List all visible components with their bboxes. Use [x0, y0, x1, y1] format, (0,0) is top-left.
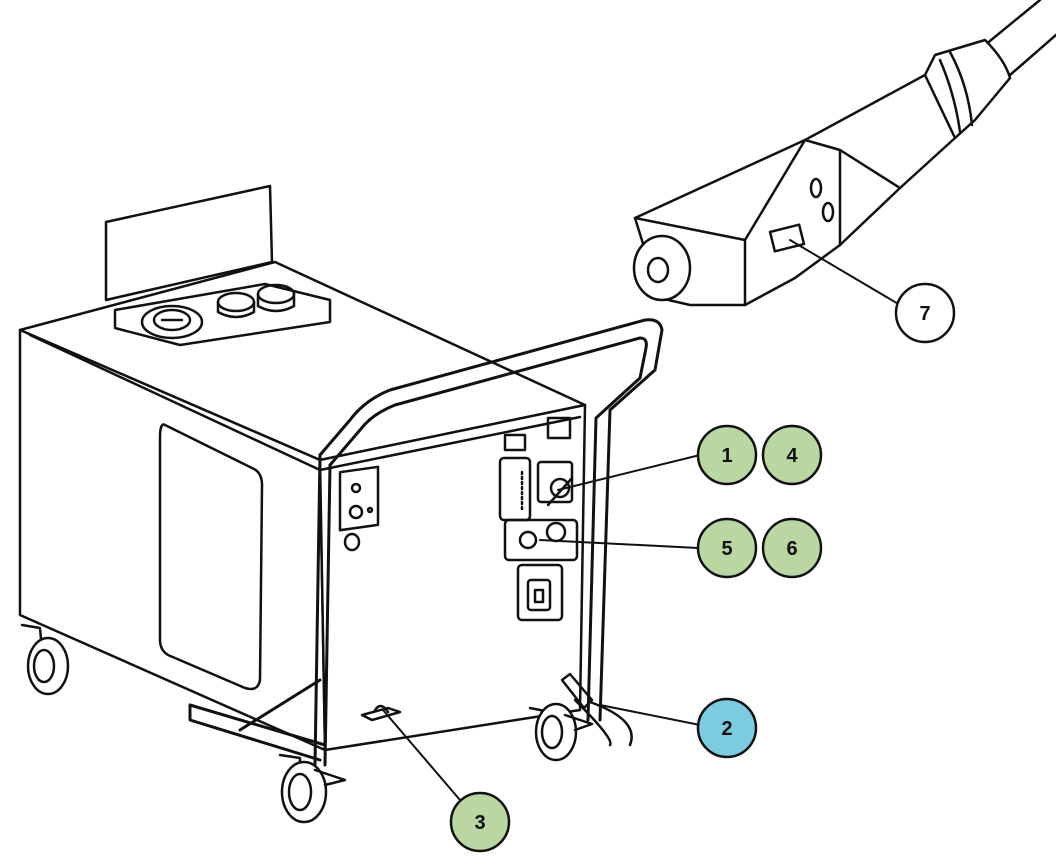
wheel-icon — [22, 625, 68, 694]
callout-2: 2 — [698, 699, 756, 757]
cabinet-side-face — [320, 405, 585, 750]
callout-5: 5 — [698, 519, 756, 577]
svg-text:5: 5 — [721, 538, 732, 560]
svg-text:6: 6 — [786, 538, 797, 560]
callout-7: 7 — [896, 284, 954, 342]
leader-line-7 — [790, 240, 900, 305]
svg-text:7: 7 — [919, 303, 930, 325]
handpiece — [634, 0, 1056, 305]
svg-text:4: 4 — [786, 445, 798, 467]
svg-text:1: 1 — [721, 445, 732, 467]
svg-text:2: 2 — [721, 718, 732, 740]
wheel-icon — [280, 755, 345, 822]
svg-text:3: 3 — [474, 812, 485, 834]
callout-6: 6 — [763, 519, 821, 577]
callout-4: 4 — [763, 426, 821, 484]
callout-3: 3 — [451, 793, 509, 851]
callout-1: 1 — [698, 426, 756, 484]
